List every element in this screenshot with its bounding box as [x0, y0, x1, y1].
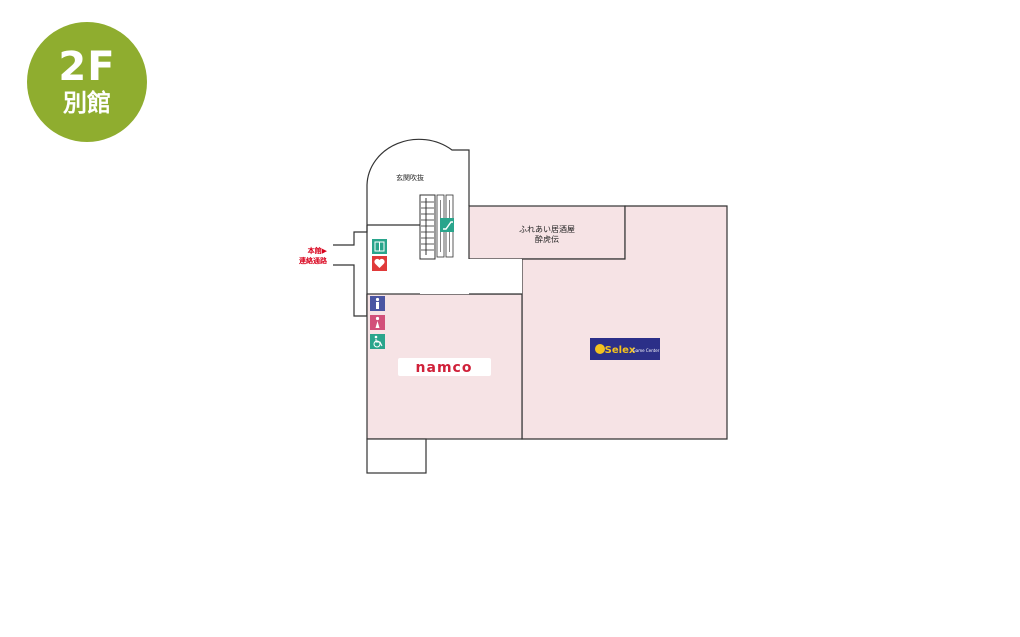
izakaya-label-line1: ふれあい居酒屋 — [519, 225, 575, 234]
escalator-icon — [440, 218, 454, 232]
arcade-logo-text: Selex — [605, 345, 636, 356]
floor-number: 2F — [58, 44, 116, 90]
connector-label-line2: 連絡通路 — [299, 256, 328, 265]
elevator-icon — [372, 239, 387, 254]
namco-logo-text: namco — [416, 360, 473, 376]
entrance-hall-outline — [366, 138, 470, 225]
bottom-annex — [366, 438, 427, 474]
floor-badge: 2F 別館 — [27, 22, 147, 142]
namco-logo[interactable]: namco — [398, 358, 491, 376]
aed-icon — [372, 256, 387, 271]
stairs-icon — [419, 194, 436, 260]
restroom-female-icon — [370, 315, 385, 330]
arcade-logo-subtext: Game Center — [633, 348, 660, 353]
izakaya-room[interactable] — [468, 205, 626, 260]
entrance-hall-label: 玄関吹抜 — [396, 173, 424, 182]
corridor-outline — [333, 225, 368, 317]
floor-name: 別館 — [63, 89, 111, 117]
restroom-male-icon — [370, 296, 385, 311]
izakaya-label-line2: 酔虎伝 — [535, 234, 559, 244]
arcade-logo[interactable]: Selex Game Center — [590, 338, 660, 360]
connector-label-line1: 本館▶ — [307, 246, 328, 255]
hallway — [420, 259, 522, 294]
wheelchair-icon — [370, 334, 385, 349]
